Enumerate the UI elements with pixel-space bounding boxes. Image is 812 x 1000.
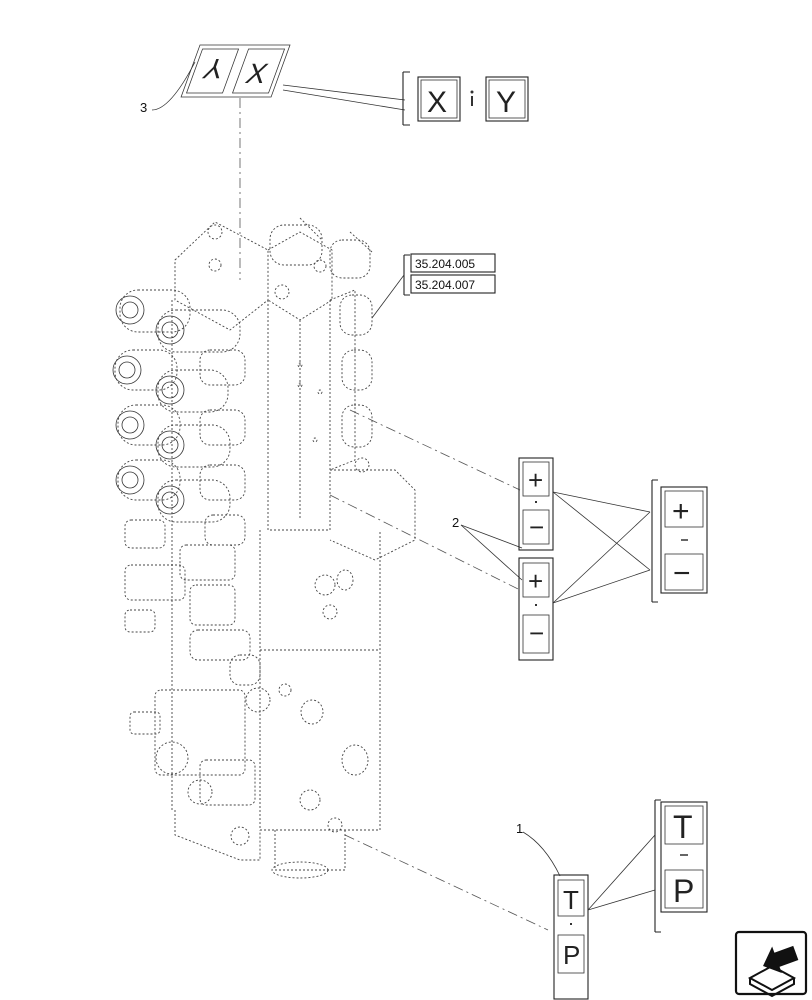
projection-lines xyxy=(239,98,549,931)
item-3-group: 3 Y X X Y xyxy=(140,44,529,126)
plus-minus-decal-a: + − xyxy=(518,457,554,551)
reference-boxes: 35.204.005 35.204.007 xyxy=(371,253,496,319)
item-1-group: 1 T P T P xyxy=(516,799,708,1000)
reference-35-204-007: 35.204.007 xyxy=(415,278,475,292)
svg-text:−: − xyxy=(529,512,544,542)
callout-2: 2 xyxy=(452,515,459,530)
svg-text:P: P xyxy=(563,940,580,970)
callout-1: 1 xyxy=(516,821,523,836)
decal-plus-label: + xyxy=(672,495,690,528)
svg-text:+: + xyxy=(528,465,543,495)
item-2-group: 2 + − + − + xyxy=(452,457,708,661)
svg-text:+: + xyxy=(528,566,543,596)
decal-minus-label: − xyxy=(673,557,691,590)
decal-t-label: T xyxy=(673,809,693,845)
svg-text:−: − xyxy=(529,618,544,648)
rear-coils xyxy=(269,217,373,448)
callout-3: 3 xyxy=(140,100,147,115)
solenoid-coils xyxy=(112,289,271,806)
tp-decal-detail: T P xyxy=(660,801,708,913)
plus-minus-decal-detail: + − xyxy=(660,486,708,594)
decal-y-label: Y xyxy=(496,86,516,119)
plus-minus-decal-b: + − xyxy=(518,557,554,661)
svg-text:Y: Y xyxy=(199,52,229,83)
xy-decal-detail: X Y xyxy=(417,76,529,122)
reference-35-204-005: 35.204.005 xyxy=(415,257,475,271)
decal-x-label: X xyxy=(427,86,447,119)
valve-block xyxy=(171,221,416,879)
decal-p-label: P xyxy=(673,873,694,909)
svg-text:T: T xyxy=(563,885,579,915)
svg-text:X: X xyxy=(242,59,272,90)
next-page-arrow-icon[interactable] xyxy=(734,930,808,998)
xy-decal-small: Y X xyxy=(180,44,291,98)
tp-decal-small: T P xyxy=(553,874,589,1000)
